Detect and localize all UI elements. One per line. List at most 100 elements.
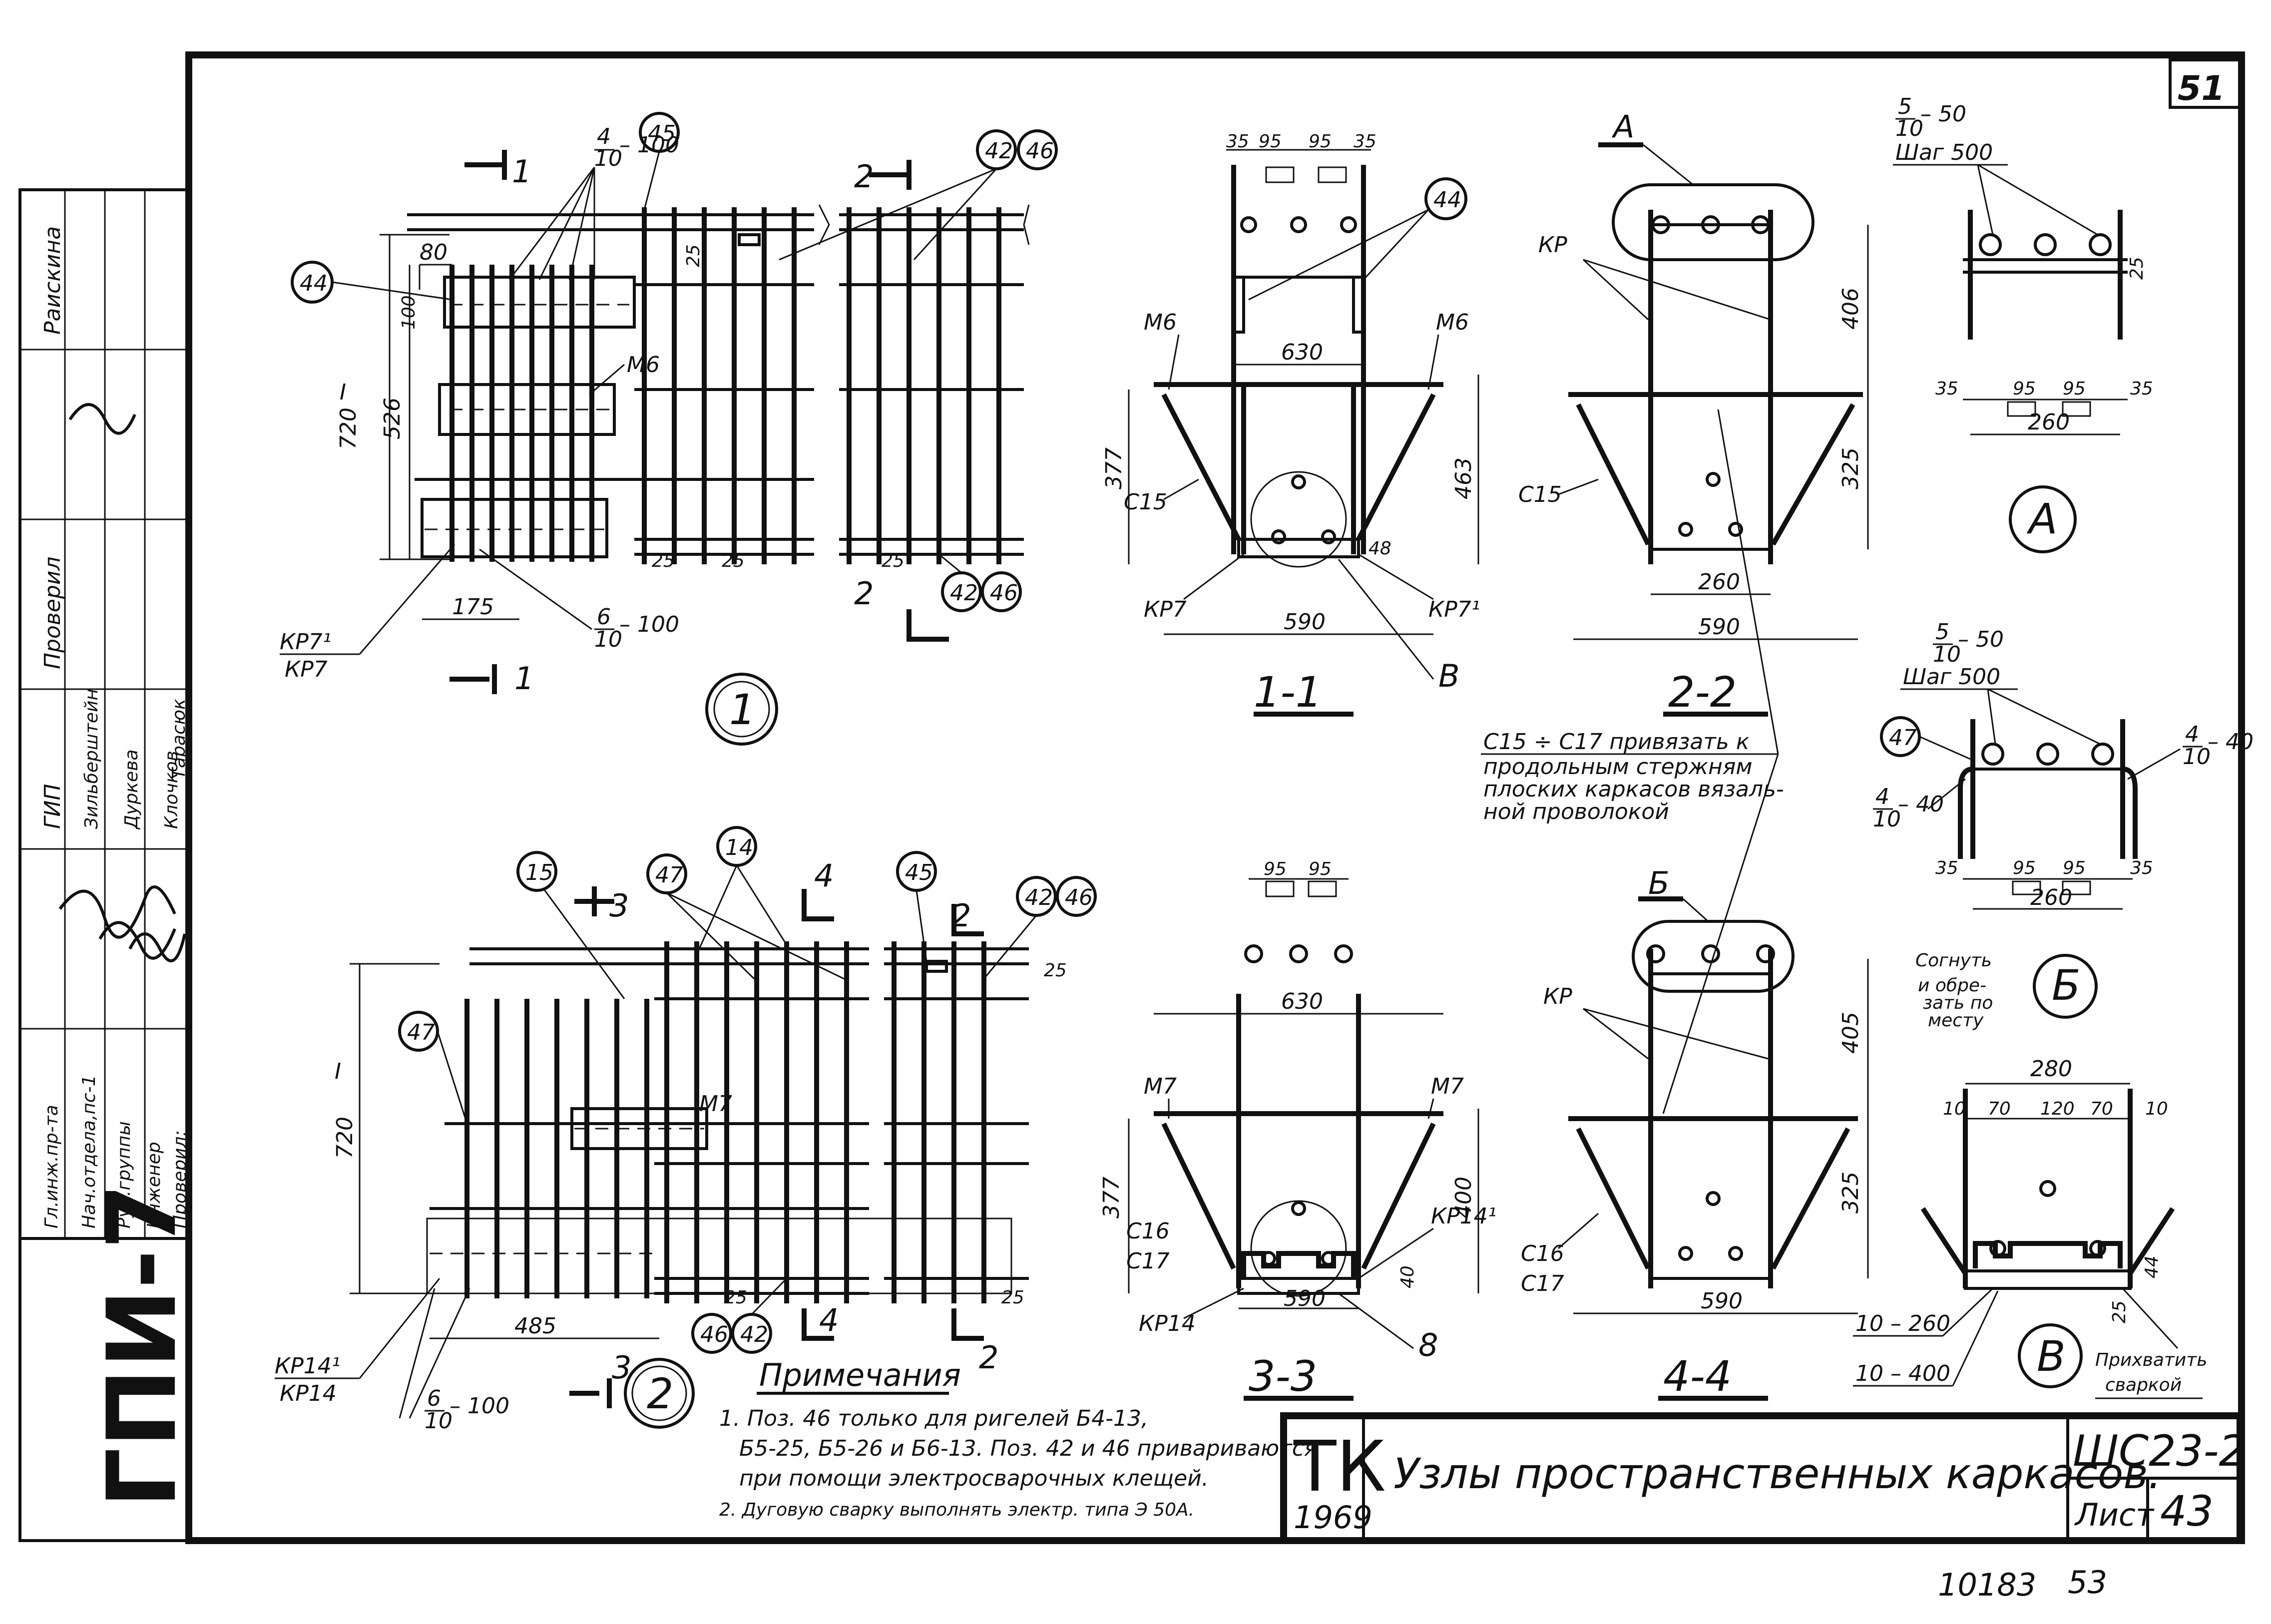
s44-dim-325: 325 [1838, 1172, 1863, 1214]
b-dim-95a: 95 [2013, 858, 2036, 878]
s11-v-letter: В [1438, 658, 1460, 694]
b-mark: Б [2052, 961, 2081, 1010]
stamp-name-4: Тарасюк [169, 699, 189, 779]
v2-rebar-den: 10 [425, 1408, 453, 1434]
s44-dim-590: 590 [1701, 1288, 1743, 1314]
b-rebar-den: 10 [1933, 642, 1961, 667]
b-step: Шаг 500 [1903, 664, 2000, 690]
notes-heading: Примечания [759, 1357, 961, 1393]
s33-c16: С16 [1126, 1218, 1170, 1244]
v2-rebar-tail: – 100 [450, 1393, 509, 1419]
a-dim-35a: 35 [1935, 379, 1958, 399]
v1-kp7: КР7 [285, 657, 328, 682]
b-bend-2: и обре- [1918, 975, 1986, 996]
s33-m7-left: М7 [1144, 1074, 1177, 1099]
v-dim-10b: 10 [2145, 1099, 2168, 1119]
b-dim-35a: 35 [1935, 858, 1958, 878]
v2-kp14p: КР14¹ [275, 1353, 340, 1379]
s33-label: 3-3 [1249, 1352, 1317, 1401]
v1-callout-46b: 46 [990, 580, 1018, 606]
v2-callout-14: 14 [725, 835, 753, 860]
detail-v: 280 10 70 120 70 10 44 25 В Прихватить с… [1853, 1056, 2207, 1399]
v2-view-mark: 2 [647, 1369, 673, 1418]
section-3-3: 95 95 630 377 400 40 590 М7 М7 С16 С17 К… [1099, 859, 1496, 1401]
stamp-role-5: Проверил: [170, 1130, 190, 1228]
v1-callout-42b: 42 [950, 580, 978, 606]
s33-dim-590: 590 [1284, 1286, 1326, 1311]
v-dim-25: 25 [2109, 1300, 2130, 1323]
signature-2 [58, 885, 176, 939]
v1-callout-45: 45 [648, 121, 676, 146]
note-c15-1: С15 ÷ С17 привязать к [1483, 729, 1750, 755]
v-dim-70a: 70 [1988, 1099, 2011, 1119]
s11-dim-95a: 95 [1259, 131, 1282, 152]
v-dim-70b: 70 [2090, 1099, 2113, 1119]
v2-callout-42a: 42 [1025, 885, 1053, 910]
v2-dim-25c: 25 [1001, 1287, 1024, 1308]
s33-kp14p: КР14¹ [1431, 1204, 1496, 1229]
v-weld-2: сваркой [2105, 1375, 2182, 1395]
s11-callout-44: 44 [1433, 187, 1461, 213]
b-r440l-tail: – 40 [1898, 792, 1944, 817]
v2-callout-47a: 47 [655, 862, 683, 888]
note-2: 2. Дуговую сварку выполнять электр. типа… [719, 1500, 1194, 1520]
s33-c17: С17 [1126, 1248, 1170, 1274]
section-4-4: Б КР 405 325 590 С16 С17 4-4 [1521, 865, 1869, 1401]
note-c15-3: плоских каркасов вязаль- [1483, 777, 1784, 802]
v1-ibeam: I [340, 380, 346, 405]
v2-kp14: КР14 [280, 1381, 337, 1406]
v-bar-10-400: 10 – 400 [1855, 1361, 1950, 1386]
v1-rebar-tail: – 100 [619, 132, 679, 158]
stamp-role-2: Нач.отдела,пс-1 [79, 1075, 99, 1228]
v2-callout-46b: 46 [700, 1322, 728, 1347]
detail-a: 5 10 – 50 Шаг 500 25 35 95 95 35 260 А [1893, 94, 2153, 553]
v1-dim-175: 175 [452, 594, 494, 620]
note-c15-4: ной проволокой [1483, 799, 1669, 824]
s44-dim-405: 405 [1838, 1012, 1863, 1054]
page-number: 51 [2178, 69, 2225, 108]
section-2-2: А КР 406 325 260 590 С15 2-2 С15 ÷ С17 п… [1481, 108, 1869, 1114]
v2-cut-4-bot: 4 [819, 1302, 839, 1338]
v1-rebar2-num: 6 [597, 604, 611, 630]
stamp-name-1: Зильберштейн [81, 689, 102, 829]
v2-cut-2-bot: 2 [979, 1339, 998, 1376]
s22-dim-406: 406 [1838, 288, 1863, 330]
s22-dim-260: 260 [1698, 569, 1740, 595]
b-r440l-den: 10 [1873, 807, 1901, 832]
a-rebar-den: 10 [1895, 116, 1923, 141]
v2-callout-47b: 47 [407, 1020, 435, 1045]
signature-4 [128, 932, 186, 962]
s44-b-letter: Б [1648, 865, 1670, 901]
note-1b: Б5-25, Б5-26 и Б6-13. Поз. 42 и 46 прива… [739, 1436, 1318, 1461]
v1-cut-2-bot: 2 [854, 575, 874, 612]
s11-m6-left: М6 [1144, 310, 1177, 335]
s11-kp7p: КР7¹ [1428, 597, 1480, 622]
stamp-role-1: Гл.инж.пр-та [41, 1105, 62, 1228]
s22-kp: КР [1538, 232, 1567, 258]
a-mark: А [2026, 494, 2057, 543]
a-dim-25: 25 [2127, 257, 2147, 280]
b-r440-num: 4 [2185, 722, 2199, 747]
s33-m7-right: М7 [1431, 1074, 1464, 1099]
v1-rebar2-den: 10 [594, 627, 622, 652]
s11-dim-377: 377 [1101, 447, 1127, 489]
v1-callout-46: 46 [1026, 138, 1054, 164]
s11-dim-590: 590 [1284, 609, 1326, 635]
sheet-title: Узлы пространственных каркасов. [1393, 1449, 2161, 1498]
s33-dim-40: 40 [1397, 1265, 1418, 1288]
v1-rebar-den: 10 [594, 146, 622, 171]
v-mark: В [2037, 1332, 2066, 1381]
detail-b: 5 10 – 50 Шаг 500 4 10 – 40 4 10 – 40 47… [1873, 619, 2254, 1031]
v1-dim-80: 80 [420, 240, 448, 265]
v1-rebar2-tail: – 100 [619, 612, 679, 637]
checker-name: Раискина [40, 226, 65, 335]
a-dim-35b: 35 [2130, 379, 2153, 399]
b-r440-den: 10 [2183, 744, 2211, 770]
sheet-label: Лист [2074, 1497, 2155, 1533]
v2-rebar-num: 6 [427, 1386, 441, 1411]
b-r440-tail: – 40 [2208, 729, 2254, 755]
v2-m7: М7 [699, 1091, 732, 1117]
v-dim-120: 120 [2040, 1099, 2075, 1119]
v-dim-280: 280 [2030, 1056, 2072, 1082]
